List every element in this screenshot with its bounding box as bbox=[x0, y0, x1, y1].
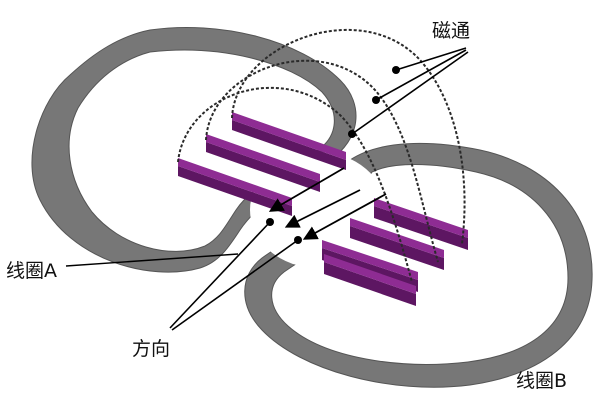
flux-leader-3 bbox=[352, 52, 468, 134]
flux-label: 磁通 bbox=[432, 22, 470, 41]
coil-b-label: 线圈B bbox=[516, 372, 567, 391]
flux-leader-2 bbox=[376, 50, 466, 100]
coil-a-label: 线圈A bbox=[6, 262, 57, 281]
flux-leaders bbox=[352, 48, 468, 134]
flux-leader-1 bbox=[396, 48, 466, 70]
direction-label: 方向 bbox=[132, 340, 170, 359]
